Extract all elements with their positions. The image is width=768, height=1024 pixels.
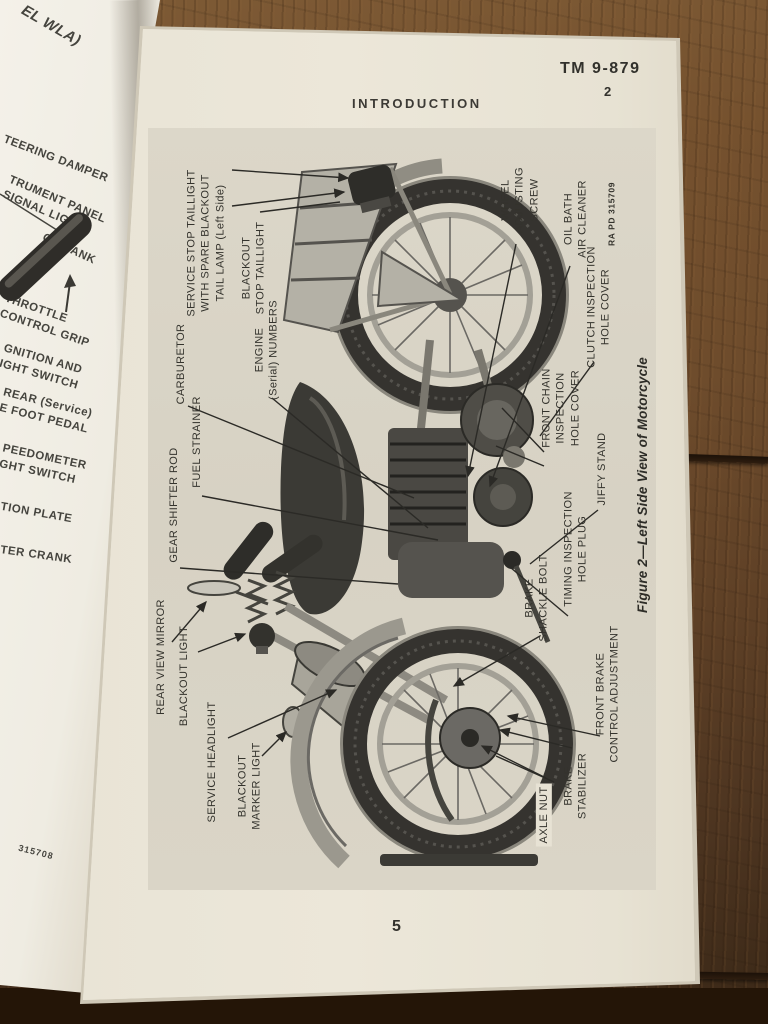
label-front-chain-inspection: FRONT CHAIN INSPECTION HOLE COVER bbox=[540, 368, 582, 448]
label-service-headlight: SERVICE HEADLIGHT bbox=[205, 701, 218, 823]
label-service-stop-taillight: SERVICE STOP TAILLIGHT WITH SPARE BLACKO… bbox=[185, 169, 227, 317]
label-gear-shifter-rod: GEAR SHIFTER ROD bbox=[167, 447, 180, 563]
label-axle-nut: AXLE NUT bbox=[535, 783, 553, 847]
label-blackout-marker-light: BLACKOUT MARKER LIGHT bbox=[236, 742, 263, 830]
motorcycle-illustration bbox=[187, 158, 576, 869]
label-photo-id: RA PD 315709 bbox=[606, 181, 617, 247]
label-jiffy-stand: JIFFY STAND bbox=[595, 432, 608, 506]
tm-number: TM 9-879 bbox=[560, 60, 641, 77]
label-timing-inspection: TIMING INSPECTION HOLE PLUG bbox=[562, 491, 589, 607]
section-title: INTRODUCTION bbox=[352, 96, 482, 111]
left-page-grip-illustration bbox=[0, 193, 92, 313]
label-carburetor: CARBURETOR bbox=[174, 323, 187, 405]
label-rear-view-mirror: REAR VIEW MIRROR bbox=[154, 599, 167, 715]
label-wheel-adjusting-screw: WHEEL ADJUSTING SCREW bbox=[499, 167, 541, 233]
page-number: 5 bbox=[392, 918, 401, 935]
label-clutch-inspection: CLUTCH INSPECTION HOLE COVER bbox=[585, 246, 612, 368]
label-fuel-strainer: FUEL STRAINER bbox=[190, 396, 203, 488]
label-brake-stabilizer: BRAKE STABILIZER bbox=[562, 752, 589, 820]
figure-caption: Figure 2—Left Side View of Motorcycle bbox=[635, 357, 651, 613]
label-front-brake-control: FRONT BRAKE CONTROL ADJUSTMENT bbox=[594, 625, 621, 763]
label-engine-serial-numbers: ENGINE (Serial) NUMBERS bbox=[253, 300, 280, 400]
label-blackout-light: BLACKOUT LIGHT bbox=[177, 625, 190, 727]
tm-page-number: 2 bbox=[604, 84, 612, 99]
leader-lines bbox=[171, 169, 601, 783]
label-brake-shackle-bolt: BRAKE SHACKLE BOLT bbox=[523, 554, 550, 642]
